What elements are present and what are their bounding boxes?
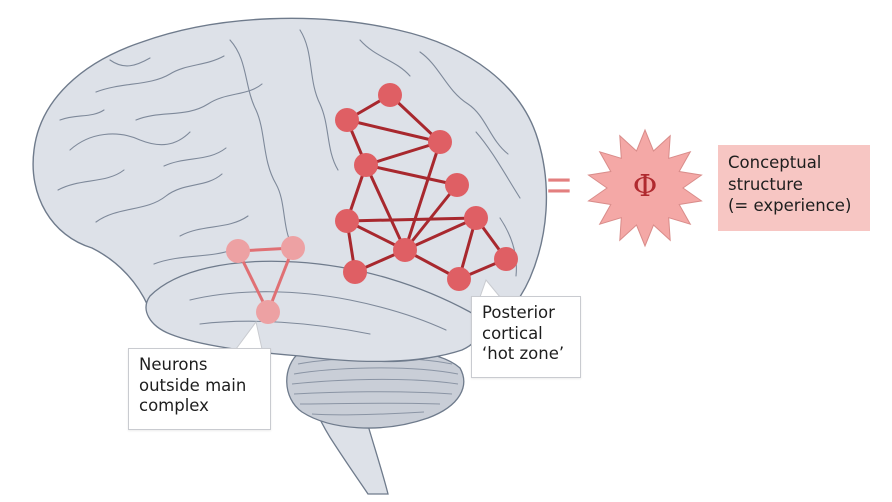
callout-line: ‘hot zone’ [482, 344, 565, 363]
outer-complex-network [226, 236, 305, 324]
phi-symbol: Φ [633, 169, 658, 204]
hot-neuron-node [494, 247, 518, 271]
callout-pointer-right [479, 278, 501, 298]
callout-line: cortical [482, 323, 543, 343]
phi-star-burst [587, 128, 703, 248]
hot-edge [345, 216, 478, 223]
hot-edge [403, 183, 459, 252]
outer-neuron-node [281, 236, 305, 260]
hot-edge [403, 140, 442, 252]
hot-edge [345, 118, 442, 144]
callout-line: complex [139, 396, 209, 415]
temporal-lobe [145, 260, 481, 363]
conceptual-line: (= experience) [728, 196, 852, 215]
conceptual-structure-box: Conceptual structure (= experience) [718, 145, 870, 231]
hot-neuron-node [464, 206, 488, 230]
callout-outside-complex: Neurons outside main complex [128, 348, 271, 430]
hot-neuron-node [343, 260, 367, 284]
outer-neuron-node [256, 300, 280, 324]
hot-edge [403, 216, 478, 252]
cortical-sulci [57, 29, 521, 335]
hot-edge [364, 163, 407, 252]
hot-neuron-node [335, 209, 359, 233]
equals-sign: = [546, 161, 572, 210]
hot-edge [364, 140, 442, 167]
hot-neuron-node [354, 153, 378, 177]
callout-pointer-left [235, 320, 263, 350]
hot-neuron-node [445, 173, 469, 197]
callout-line: Posterior [482, 303, 555, 322]
hot-neuron-node [335, 108, 359, 132]
callout-line: outside main [139, 375, 247, 395]
hot-zone-nodes [335, 83, 518, 291]
outer-neuron-node [226, 239, 250, 263]
conceptual-line: structure [728, 174, 803, 194]
hot-neuron-node [447, 267, 471, 291]
hot-edge [364, 163, 459, 187]
callout-hot-zone: Posterior cortical ‘hot zone’ [471, 296, 581, 378]
hot-neuron-node [393, 238, 417, 262]
hot-neuron-node [378, 83, 402, 107]
callout-line: Neurons [139, 355, 208, 374]
conceptual-line: Conceptual [728, 153, 822, 172]
hot-neuron-node [428, 130, 452, 154]
